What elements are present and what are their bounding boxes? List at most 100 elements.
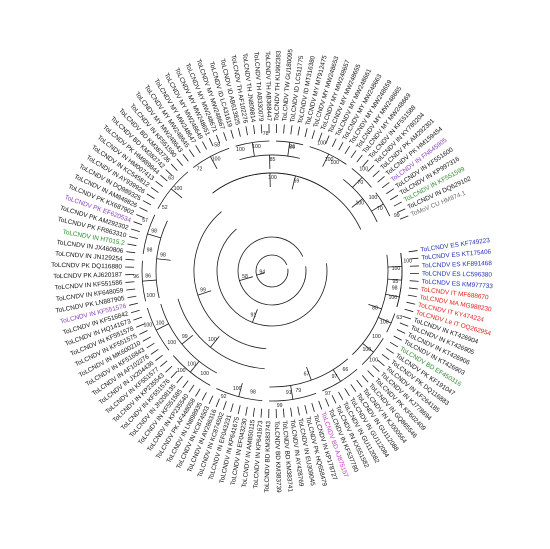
leaf-branch bbox=[344, 145, 351, 155]
leaf-branch bbox=[325, 135, 330, 145]
leaf-branch bbox=[290, 407, 293, 417]
leaf-branch bbox=[146, 342, 155, 349]
leaf-branch bbox=[136, 323, 145, 328]
bootstrap-value: 94 bbox=[259, 269, 265, 275]
clade-arc bbox=[177, 298, 265, 370]
leaf-branch bbox=[150, 348, 159, 355]
leaf-branch bbox=[126, 288, 136, 291]
bootstrap-value: 92 bbox=[221, 394, 227, 400]
leaf-branch bbox=[260, 124, 263, 134]
clade-arc bbox=[146, 307, 170, 351]
bootstrap-value: 100 bbox=[156, 320, 165, 326]
bootstrap-value: 100 bbox=[372, 334, 381, 340]
bootstrap-value: 98 bbox=[250, 390, 256, 396]
leaf-branch bbox=[350, 150, 357, 159]
leaf-branch bbox=[176, 158, 184, 167]
clade-stem bbox=[210, 336, 220, 348]
bootstrap-value: 100 bbox=[187, 361, 196, 367]
leaf-branch bbox=[215, 134, 221, 144]
bootstrap-value: 72 bbox=[197, 166, 203, 172]
leaf-branch bbox=[304, 404, 308, 414]
leaf-branch bbox=[230, 403, 234, 413]
clade-stem bbox=[322, 153, 330, 167]
leaf-branch bbox=[331, 138, 337, 148]
bootstrap-value: 100 bbox=[236, 147, 245, 153]
bootstrap-value: 100 bbox=[359, 167, 368, 173]
bootstrap-value: 63 bbox=[168, 176, 174, 182]
clade-arc bbox=[216, 228, 328, 327]
leaf-branch bbox=[237, 127, 241, 137]
clade-stem bbox=[306, 366, 312, 381]
bootstrap-value: 67 bbox=[304, 371, 310, 377]
clade-arc bbox=[361, 337, 384, 366]
leaf-branch bbox=[125, 258, 135, 261]
bootstrap-value: 100 bbox=[174, 186, 183, 192]
clade-arc bbox=[212, 172, 362, 230]
bootstrap-value: 100 bbox=[233, 386, 242, 392]
leaf-branch bbox=[142, 200, 152, 206]
clade-arc bbox=[375, 192, 391, 217]
leaf-branch bbox=[260, 408, 263, 418]
leaf-branch bbox=[208, 395, 214, 405]
bootstrap-value: 52 bbox=[162, 205, 168, 211]
leaf-branch bbox=[155, 354, 163, 361]
leaf-branch bbox=[318, 132, 323, 142]
bootstrap-value: 58 bbox=[242, 274, 248, 280]
leaf-branch bbox=[338, 142, 344, 151]
leaf-branch bbox=[133, 221, 143, 226]
leaf-branch bbox=[361, 375, 369, 383]
leaf-branch bbox=[377, 359, 385, 367]
clade-stem bbox=[156, 323, 169, 331]
leaf-branch bbox=[344, 388, 350, 397]
bootstrap-value: 100 bbox=[380, 320, 389, 326]
leaf-branch bbox=[223, 132, 227, 141]
leaf-branch bbox=[407, 294, 417, 298]
clade-stem bbox=[147, 233, 161, 239]
bootstrap-value: 100 bbox=[177, 368, 186, 374]
leaf-branch bbox=[297, 406, 300, 416]
leaf-branch bbox=[297, 126, 301, 136]
bootstrap-value: 88 bbox=[289, 145, 295, 151]
clade-stem bbox=[197, 290, 212, 296]
leaf-branch bbox=[399, 215, 409, 220]
leaf-branch bbox=[350, 384, 357, 392]
leaf-branch bbox=[127, 295, 137, 299]
leaf-label: ToLCNDV TH KU992383 bbox=[273, 50, 282, 121]
clade-arc bbox=[216, 388, 263, 402]
bootstrap-value: 74 bbox=[289, 145, 295, 151]
leaf-branch bbox=[396, 329, 406, 334]
clade-stem bbox=[332, 369, 341, 382]
bootstrap-value: 100 bbox=[252, 144, 261, 150]
leaf-branch bbox=[311, 130, 315, 140]
leaf-branch bbox=[208, 137, 214, 147]
bootstrap-value: 99 bbox=[394, 213, 400, 219]
clade-stem bbox=[371, 203, 384, 212]
leaf-branch bbox=[356, 154, 363, 163]
bootstrap-value: 100 bbox=[317, 140, 326, 146]
leaf-branch bbox=[409, 280, 419, 282]
bootstrap-value: 97 bbox=[332, 374, 338, 380]
clade-stem bbox=[252, 309, 258, 323]
leaf-branch bbox=[230, 129, 234, 139]
leaf-branch bbox=[160, 360, 168, 367]
leaf-label: ToLCNDV BD KM383739 bbox=[273, 421, 282, 493]
leaf-branch bbox=[399, 322, 409, 327]
leaf-branch bbox=[176, 375, 183, 384]
leaf-branch bbox=[127, 243, 137, 247]
leaf-branch bbox=[396, 208, 406, 214]
leaf-branch bbox=[318, 400, 323, 410]
clade-stem bbox=[351, 198, 363, 208]
bootstrap-value: 98 bbox=[392, 285, 398, 291]
leaf-branch bbox=[201, 392, 207, 401]
clade-stem bbox=[287, 142, 291, 157]
bootstrap-value: 100 bbox=[369, 195, 378, 201]
bootstrap-value: 57 bbox=[142, 218, 148, 224]
leaf-branch bbox=[408, 287, 418, 290]
leaf-branch bbox=[195, 145, 201, 154]
leaf-branch bbox=[139, 207, 148, 212]
leaf-branch bbox=[362, 159, 369, 167]
leaf-branch bbox=[372, 170, 380, 178]
